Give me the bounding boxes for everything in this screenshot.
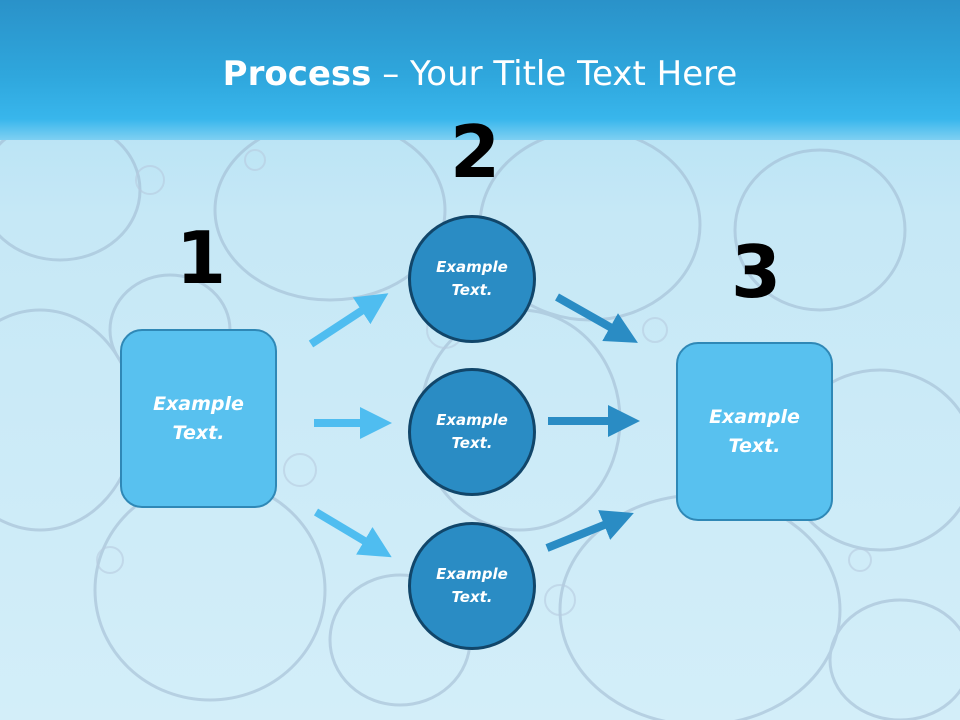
arrow-box1-to-circle1 [308, 293, 389, 348]
step-number-2: 2 [450, 110, 501, 194]
process-circle-bottom: Example Text. [408, 522, 536, 650]
box-label: Example Text. [709, 405, 800, 457]
slide-title: Process – Your Title Text Here [0, 52, 960, 96]
circle-label: Example Text. [436, 411, 508, 452]
process-box-start: Example Text. [120, 329, 277, 508]
circle-label: Example Text. [436, 565, 508, 606]
process-box-end: Example Text. [676, 342, 833, 521]
arrow-box1-to-circle3 [313, 508, 392, 558]
process-circle-top: Example Text. [408, 215, 536, 343]
process-circle-middle: Example Text. [408, 368, 536, 496]
header-bar [0, 0, 960, 140]
step-number-1: 1 [176, 216, 227, 300]
arrow-circle3-to-box2 [545, 510, 634, 552]
title-separator: – [371, 54, 411, 94]
box-label: Example Text. [153, 392, 244, 444]
circle-label: Example Text. [436, 258, 508, 299]
title-bold: Process [222, 54, 372, 94]
arrow-circle1-to-box2 [555, 293, 638, 343]
title-text: Your Title Text Here [410, 54, 738, 94]
step-number-3: 3 [731, 230, 782, 314]
